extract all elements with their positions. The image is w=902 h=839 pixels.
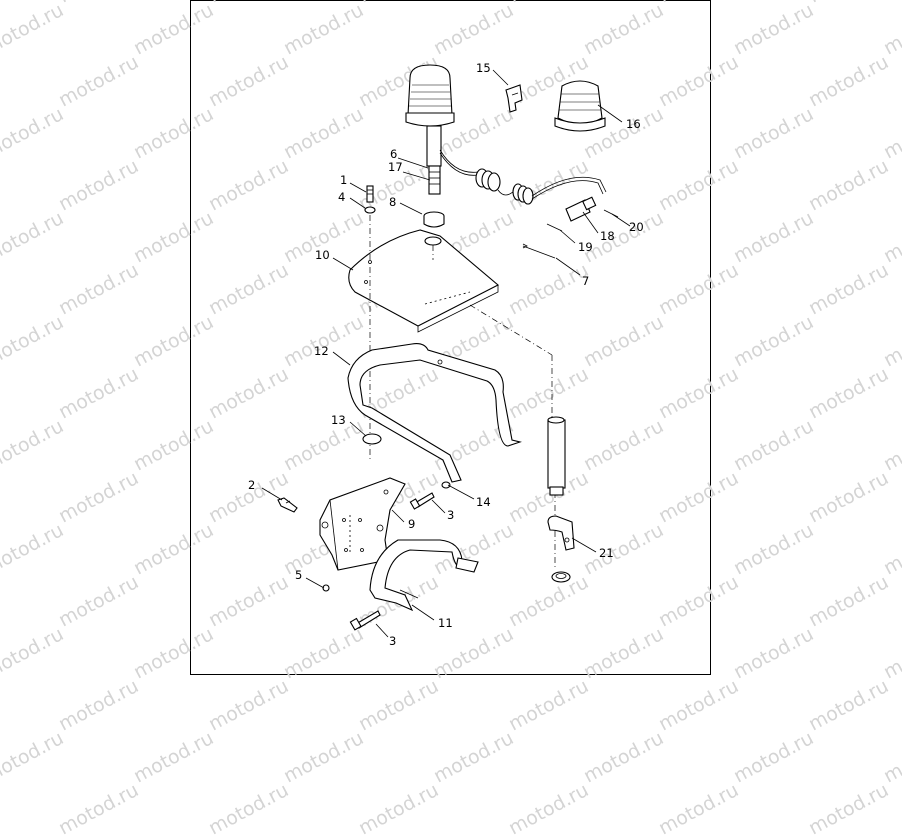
watermark-text: motod.ru: [505, 675, 593, 736]
exploded-parts-diagram: 1 2 3 3 4 5 6 7 8 9 10 11 12 13 14 15 16…: [248, 61, 644, 648]
callout-2: 2: [248, 478, 255, 492]
callout-14: 14: [476, 495, 491, 509]
callout-7: 7: [582, 274, 589, 288]
bracket-plate: [319, 477, 406, 571]
callout-4: 4: [338, 190, 345, 204]
callout-12: 12: [314, 344, 329, 358]
watermark-text: motod.ru: [0, 727, 68, 788]
watermark-text: motod.ru: [430, 727, 518, 788]
watermark-text: motod.ru: [505, 779, 593, 839]
callout-16: 16: [626, 117, 641, 131]
beacon-assembly: [405, 64, 479, 228]
callout-11: 11: [438, 616, 453, 630]
callout-13: 13: [331, 413, 346, 427]
callout-21: 21: [599, 546, 614, 560]
callout-10: 10: [315, 248, 330, 262]
callout-5: 5: [295, 568, 302, 582]
callout-3-upper: 3: [447, 508, 454, 522]
coiled-cord: [475, 168, 607, 222]
lower-frame: [369, 539, 479, 612]
terminal-pins: [522, 209, 619, 259]
watermark-text: motod.ru: [805, 779, 893, 839]
leader-lines: [261, 69, 631, 638]
callout-20: 20: [629, 220, 644, 234]
watermark-text: motod.ru: [355, 779, 443, 839]
washer-part: [362, 433, 382, 445]
mount-plate: [348, 229, 499, 333]
watermark-text: motod.ru: [580, 727, 668, 788]
watermark-text: motod.ru: [730, 727, 818, 788]
callout-15: 15: [476, 61, 491, 75]
callout-labels: 1 2 3 3 4 5 6 7 8 9 10 11 12 13 14 15 16…: [248, 61, 644, 648]
callout-6: 6: [390, 147, 397, 161]
watermark-text: motod.ru: [205, 675, 293, 736]
assembly-axes: [369, 215, 556, 570]
watermark-text: motod.ru: [55, 675, 143, 736]
fasteners: [277, 481, 451, 631]
watermark-text: motod.ru: [280, 727, 368, 788]
tube-frame: [347, 343, 522, 483]
watermark-text: motod.ru: [355, 675, 443, 736]
watermark-text: motod.ru: [880, 727, 902, 788]
callout-9: 9: [408, 517, 415, 531]
callout-1: 1: [340, 173, 347, 187]
bolt-and-washer: [364, 185, 376, 214]
callout-8: 8: [389, 195, 396, 209]
callout-19: 19: [578, 240, 593, 254]
watermark-text: motod.ru: [655, 675, 743, 736]
watermark-text: motod.ru: [205, 779, 293, 839]
watermark-text: motod.ru: [655, 779, 743, 839]
callout-3-lower: 3: [389, 634, 396, 648]
watermark-text: motod.ru: [805, 675, 893, 736]
replacement-lens: [554, 80, 606, 132]
clip-part: [505, 84, 523, 113]
callout-17: 17: [388, 160, 403, 174]
callout-18: 18: [600, 229, 615, 243]
watermark-text: motod.ru: [55, 779, 143, 839]
watermark-text: motod.ru: [130, 727, 218, 788]
support-post: [547, 416, 575, 583]
